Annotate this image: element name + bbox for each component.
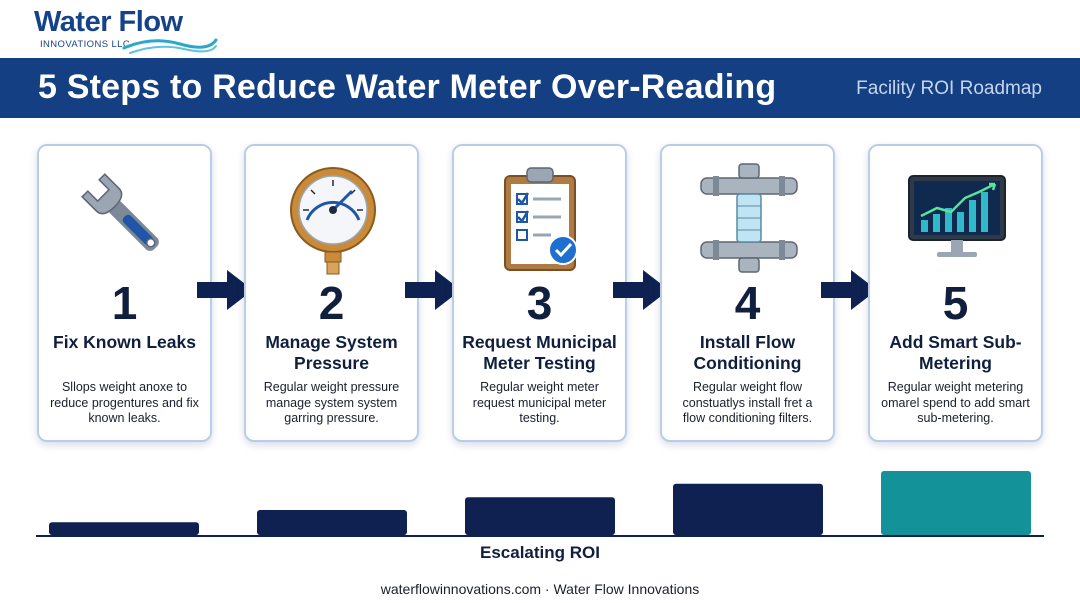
footer-text: waterflowinnovations.com · Water Flow In…	[380, 581, 700, 597]
step-title: Fix Known Leaks	[53, 332, 196, 352]
step-title: Install Flow Conditioning	[693, 332, 802, 373]
step-card-1: 1 Fix Known Leaks Sllops weight anoxe to…	[37, 144, 212, 442]
arrow-right-icon	[197, 270, 253, 310]
step-description: Regular weight pressure manage system sy…	[263, 380, 400, 425]
roi-bars	[36, 471, 1044, 537]
step-description: Regular weight metering omarel spend to …	[881, 380, 1030, 425]
roi-bar-4	[673, 483, 823, 535]
step-card-4: 4 Install Flow Conditioning Regular weig…	[660, 144, 835, 442]
roi-axis-label: Escalating ROI	[480, 543, 600, 562]
logo-subtitle: INNOVATIONS LLC	[40, 39, 131, 50]
clipboard-checklist-icon	[504, 167, 578, 271]
step-description: Sllops weight anoxe to reduce progenture…	[50, 380, 199, 425]
step-number: 1	[111, 277, 138, 329]
step-card-5: 5 Add Smart Sub-Metering Regular weight …	[868, 144, 1043, 442]
roi-bar-2	[257, 510, 407, 535]
step-number: 3	[526, 277, 553, 329]
step-card-3: 3 Request Municipal Meter Testing Regula…	[452, 144, 627, 442]
title-banner: 5 Steps to Reduce Water Meter Over-Readi…	[0, 58, 1080, 118]
step-title: Manage System Pressure	[265, 332, 398, 373]
step-number: 2	[318, 277, 345, 329]
roi-bar-1	[49, 522, 199, 535]
wrench-icon	[81, 173, 159, 251]
step-description: Regular weight flow constuatlys install …	[682, 380, 813, 425]
step-title: Add Smart Sub-Metering	[889, 332, 1022, 373]
wave-icon	[122, 38, 218, 54]
step-card-2: 2 Manage System Pressure Regular weight …	[244, 144, 419, 442]
arrow-right-icon	[613, 270, 669, 310]
step-description: Regular weight meter request municipal m…	[472, 380, 607, 425]
step-number: 4	[734, 277, 761, 329]
step-number: 5	[942, 277, 969, 329]
roi-bar-3	[465, 497, 615, 535]
pipe-fitting-icon	[700, 163, 798, 273]
logo-wordmark: Water Flow	[34, 6, 183, 38]
page-subtitle: Facility ROI Roadmap	[856, 78, 1042, 99]
pressure-gauge-icon	[290, 167, 376, 275]
company-logo: Water Flow INNOVATIONS LLC	[34, 6, 224, 56]
page-title: 5 Steps to Reduce Water Meter Over-Readi…	[38, 68, 777, 106]
monitor-chart-icon	[908, 175, 1006, 257]
arrow-right-icon	[821, 270, 877, 310]
arrow-right-icon	[405, 270, 461, 310]
step-title: Request Municipal Meter Testing	[462, 332, 617, 373]
roi-bar-5	[881, 471, 1031, 535]
